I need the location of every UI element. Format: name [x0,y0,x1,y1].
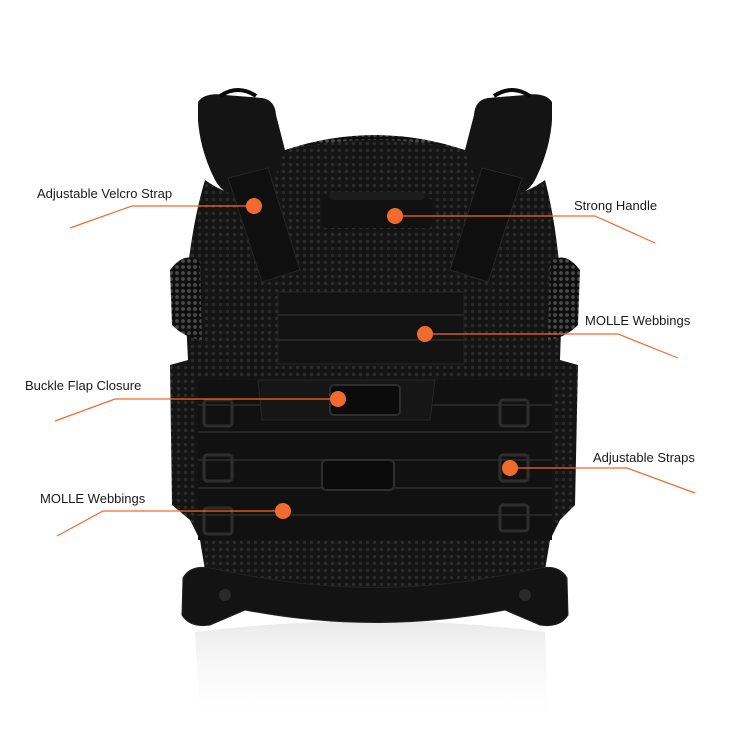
marker-molle-upper [417,326,433,342]
leader-buckle-closure [54,398,338,422]
leader-strong-handle [395,215,656,244]
callout-buckle-closure: Buckle Flap Closure [25,378,142,393]
vest-reflection [195,621,548,728]
marker-strong-handle [387,208,403,224]
marker-velcro-strap [246,198,262,214]
callout-adjustable-straps: Adjustable Straps [593,450,695,465]
marker-adjustable-straps [502,460,518,476]
callout-molle-lower: MOLLE Webbings [40,491,146,506]
callout-markers [246,198,518,519]
callout-velcro-strap: Adjustable Velcro Strap [37,186,173,201]
marker-molle-lower [275,503,291,519]
vest-body [170,88,580,626]
leader-molle-upper [425,333,679,359]
marker-buckle-closure [330,391,346,407]
callout-strong-handle: Strong Handle [574,198,658,213]
leader-velcro-strap [69,205,254,229]
leader-adjustable-straps [510,467,696,494]
callout-molle-upper: MOLLE Webbings [585,313,691,328]
leader-molle-lower [56,510,283,537]
callout-lines [54,205,696,537]
